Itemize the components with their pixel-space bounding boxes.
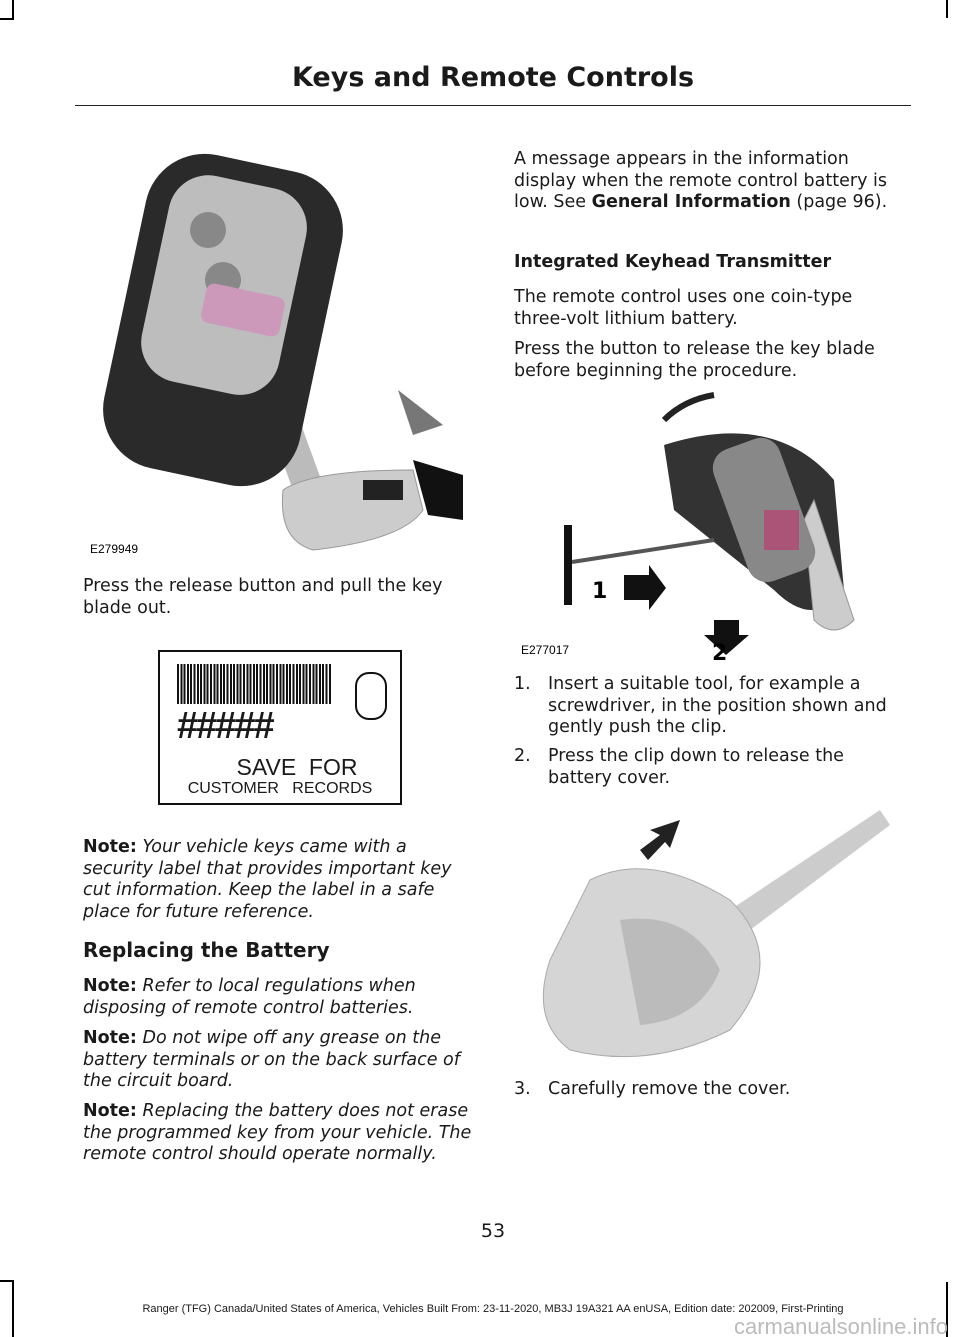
step-text: Insert a suitable tool, for example a sc… xyxy=(548,674,887,737)
note-security-label: Note: Your vehicle keys came with a secu… xyxy=(83,837,475,923)
note-programming: Note: Replacing the battery does not era… xyxy=(83,1101,478,1166)
note-text: Refer to local regulations when disposin… xyxy=(83,976,416,1018)
crop-mark xyxy=(0,18,14,20)
step-item: 3. Carefully remove the cover. xyxy=(514,1079,909,1101)
watermark: carmanualsonline.info xyxy=(733,1314,948,1337)
release-instruction: Press the release button and pull the ke… xyxy=(83,576,443,618)
step-item: 1. Insert a suitable tool, for example a … xyxy=(514,674,909,739)
step-number: 1. xyxy=(514,674,531,694)
key-code-placeholder: ##### xyxy=(177,705,275,747)
cross-reference-link[interactable]: General Information xyxy=(591,192,791,212)
note-grease: Note: Do not wipe off any grease on the … xyxy=(83,1028,475,1093)
key-fob-blade-illustration: E279949 xyxy=(83,140,475,565)
note-label: Note: xyxy=(83,976,137,996)
crop-mark xyxy=(946,1282,948,1337)
crop-mark xyxy=(0,1280,14,1282)
keyhead-transmitter-illustration: 1 2 E277017 xyxy=(514,390,910,666)
crop-mark xyxy=(946,0,948,18)
note-disposal: Note: Refer to local regulations when di… xyxy=(83,976,475,1019)
barcode xyxy=(177,664,332,704)
figure-id: E279949 xyxy=(90,542,138,556)
key-ring-hole xyxy=(355,672,387,720)
note-label: Note: xyxy=(83,1028,137,1048)
subsection-heading: Integrated Keyhead Transmitter xyxy=(514,252,832,272)
figure-id: E277017 xyxy=(521,643,569,657)
step-text: Carefully remove the cover. xyxy=(548,1079,791,1099)
note-text: Your vehicle keys came with a security l… xyxy=(83,837,452,922)
note-text: Replacing the battery does not erase the… xyxy=(83,1101,472,1164)
page-number: 53 xyxy=(480,1220,506,1242)
callout-1: 1 xyxy=(592,579,607,604)
battery-type-paragraph: The remote control uses one coin-type th… xyxy=(514,287,853,329)
section-heading: Replacing the Battery xyxy=(83,938,330,962)
header-rule xyxy=(75,105,911,106)
note-label: Note: xyxy=(83,1101,137,1121)
battery-low-paragraph: A message appears in the information dis… xyxy=(514,149,906,214)
footer-edition-info: Ranger (TFG) Canada/United States of Ame… xyxy=(142,1303,844,1315)
label-customer-records: CUSTOMER RECORDS xyxy=(187,780,373,797)
release-key-paragraph: Press the button to release the key blad… xyxy=(514,339,875,381)
page-title: Keys and Remote Controls xyxy=(291,62,695,93)
label-save-for: SAVE FOR xyxy=(236,754,358,780)
callout-2: 2 xyxy=(712,641,727,665)
step-number: 2. xyxy=(514,746,531,766)
crop-mark xyxy=(12,0,14,18)
text: (page 96). xyxy=(790,192,888,212)
security-label-illustration: ##### SAVE FOR CUSTOMER RECORDS xyxy=(158,650,402,805)
step-item: 2. Press the clip down to release the bat… xyxy=(514,746,909,789)
note-label: Note: xyxy=(83,837,137,857)
step-number: 3. xyxy=(514,1079,531,1099)
note-text: Do not wipe off any grease on the batter… xyxy=(83,1028,460,1091)
battery-cover-illustration xyxy=(530,800,900,1065)
text: A message appears in the information dis… xyxy=(514,149,887,212)
step-text: Press the clip down to release the batte… xyxy=(548,746,844,788)
crop-mark xyxy=(12,1282,14,1337)
